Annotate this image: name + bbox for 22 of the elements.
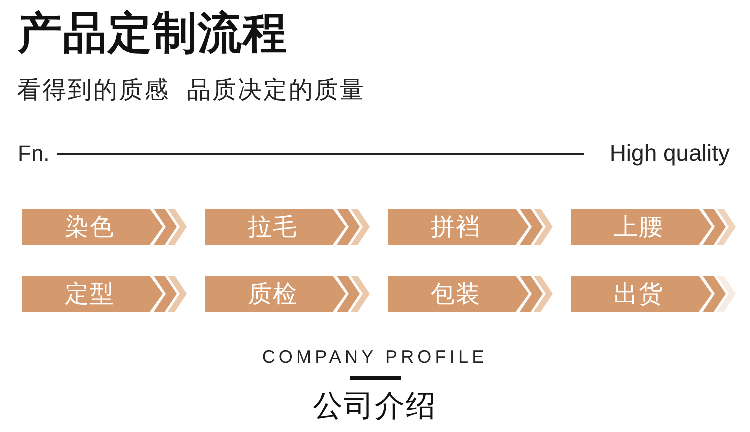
step-label: 定型	[65, 282, 115, 306]
title: 产品定制流程	[18, 12, 288, 56]
step-label: 染色	[65, 215, 115, 239]
arrow-banner	[388, 209, 553, 245]
arrow-banner	[388, 276, 553, 312]
step-label: 拉毛	[248, 215, 298, 239]
step-label: 拼裆	[431, 215, 481, 239]
arrow-banner	[571, 276, 736, 312]
section-heading: 公司介绍	[313, 392, 437, 422]
step-label: 出货	[614, 282, 664, 306]
step-label: 上腰	[614, 215, 664, 239]
step-label: 质检	[248, 282, 298, 306]
arrow-banner	[22, 276, 187, 312]
rule-start-text: Fn.	[18, 143, 50, 165]
arrow-banner	[205, 276, 370, 312]
arrow-banner	[205, 209, 370, 245]
subtitle: 看得到的质感 品质决定的质量	[17, 78, 366, 102]
arrow-banner	[571, 209, 736, 245]
arrow-banner	[22, 209, 187, 245]
step-label: 包装	[431, 282, 481, 306]
rule-end-text: High quality	[610, 142, 730, 165]
section-subheading: COMPANY PROFILE	[262, 348, 488, 366]
